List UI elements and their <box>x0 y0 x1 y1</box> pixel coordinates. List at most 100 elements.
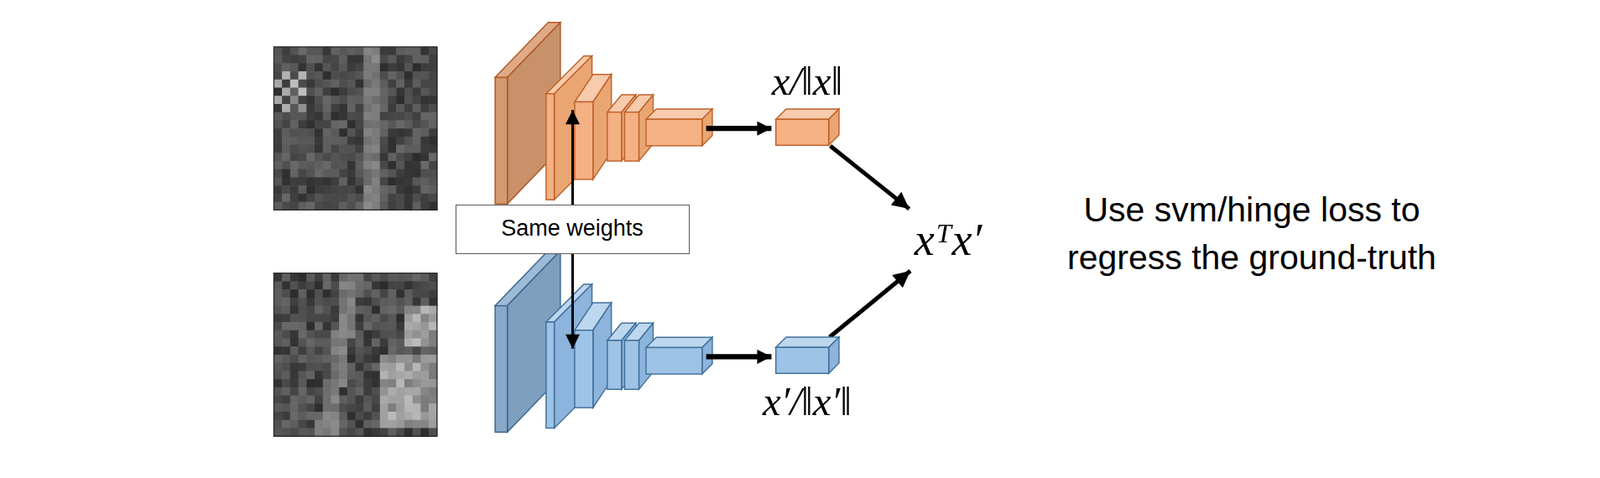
image-pixel <box>314 104 324 113</box>
image-pixel <box>281 379 291 388</box>
image-pixel <box>380 71 389 80</box>
image-pixel <box>347 88 356 97</box>
block-front <box>776 119 829 146</box>
image-pixel <box>371 411 381 421</box>
image-pixel <box>323 396 332 405</box>
image-pixel <box>306 46 315 56</box>
image-pixel <box>330 136 339 146</box>
image-pixel <box>273 71 282 80</box>
image-pixel <box>420 403 429 412</box>
image-pixel <box>314 112 324 121</box>
image-patch <box>273 273 438 438</box>
image-pixel <box>323 330 332 339</box>
image-pixel <box>363 411 372 421</box>
image-pixel <box>387 322 397 331</box>
image-pixel <box>404 128 413 137</box>
image-pixel <box>290 119 299 129</box>
image-pixel <box>404 177 413 186</box>
image-pixel <box>387 161 397 170</box>
image-pixel <box>363 403 372 412</box>
image-pixel <box>363 346 372 355</box>
image-pixel <box>298 354 308 364</box>
image-pixel <box>355 297 365 307</box>
image-pixel <box>314 403 324 412</box>
image-pixel <box>363 306 372 315</box>
image-pixel <box>420 420 429 429</box>
image-pixel <box>314 289 324 298</box>
image-pixel <box>412 55 422 64</box>
image-pixel <box>363 128 372 137</box>
image-pixel <box>306 289 315 298</box>
image-pixel <box>323 420 332 429</box>
image-pixel <box>273 79 282 89</box>
image-pixel <box>306 403 315 412</box>
image-pixel <box>396 152 405 162</box>
image-pixel <box>420 169 429 178</box>
image-pixel <box>306 119 315 129</box>
image-pixel <box>273 55 282 64</box>
image-pixel <box>371 281 381 290</box>
image-pixel <box>281 62 291 72</box>
image-pixel <box>273 396 282 405</box>
image-pixel <box>355 403 365 412</box>
image-pixel <box>404 313 413 323</box>
image-pixel <box>404 338 413 347</box>
image-pixel <box>338 370 348 380</box>
image-pixel <box>404 420 413 429</box>
block-front <box>607 340 622 390</box>
image-pixel <box>404 79 413 89</box>
image-pixel <box>412 306 422 315</box>
image-pixel <box>281 145 291 154</box>
image-pixel <box>298 330 308 339</box>
image-pixel <box>314 396 324 405</box>
image-pixel <box>338 202 348 211</box>
image-pixel <box>290 95 299 105</box>
image-pixel <box>281 136 291 146</box>
image-pixel <box>355 313 365 323</box>
image-pixel <box>273 202 282 211</box>
image-pixel <box>355 193 365 203</box>
image-pixel <box>387 169 397 178</box>
image-pixel <box>387 297 397 307</box>
image-pixel <box>330 152 339 162</box>
image-pixel <box>323 370 332 380</box>
image-pixel <box>281 297 291 307</box>
image-pixel <box>323 161 332 170</box>
image-pixel <box>281 363 291 372</box>
image-pixel <box>404 297 413 307</box>
image-pixel <box>323 193 332 203</box>
vector-formula: x′/‖x′‖ <box>762 379 852 425</box>
image-frame <box>273 273 437 437</box>
image-pixel <box>347 289 356 298</box>
image-pixel <box>355 161 365 170</box>
image-pixel <box>290 322 299 331</box>
image-pixel <box>330 104 339 113</box>
image-pixel <box>306 322 315 331</box>
image-pixel <box>404 119 413 129</box>
image-pixel <box>290 145 299 154</box>
image-pixel <box>396 136 405 146</box>
image-pixel <box>355 330 365 339</box>
image-pixel <box>371 202 381 211</box>
image-pixel <box>338 95 348 105</box>
image-pixel <box>306 338 315 347</box>
image-pixel <box>314 79 324 89</box>
image-pixel <box>306 273 315 282</box>
image-pixel <box>371 322 381 331</box>
image-pixel <box>338 152 348 162</box>
image-pixel <box>412 152 422 162</box>
image-pixel <box>371 79 381 89</box>
image-pixel <box>306 95 315 105</box>
image-pixel <box>363 112 372 121</box>
image-pixel <box>338 71 348 80</box>
image-pixel <box>412 71 422 80</box>
image-pixel <box>412 411 422 421</box>
image-pixel <box>306 387 315 397</box>
image-pixel <box>404 193 413 203</box>
image-pixel <box>347 346 356 355</box>
image-pixel <box>428 420 438 429</box>
image-pixel <box>396 169 405 178</box>
image-pixel <box>404 322 413 331</box>
block-front <box>495 306 508 433</box>
image-pixel <box>371 193 381 203</box>
